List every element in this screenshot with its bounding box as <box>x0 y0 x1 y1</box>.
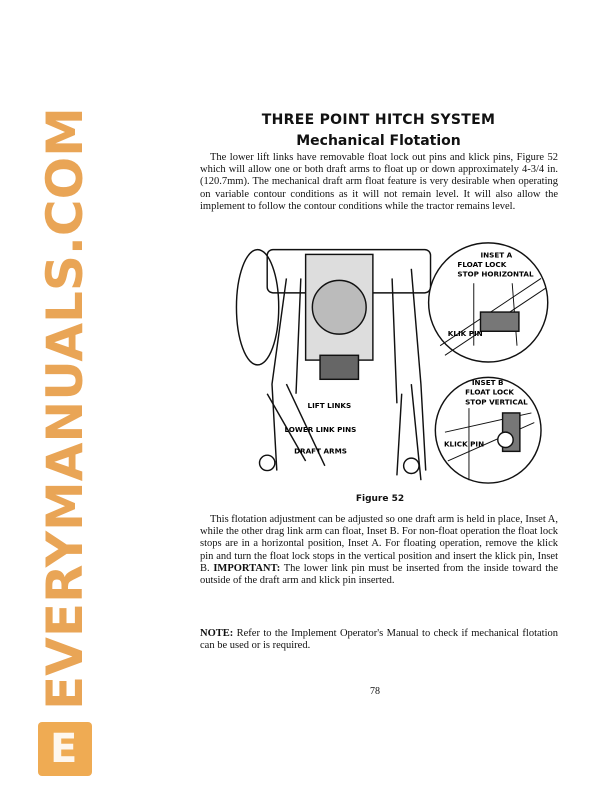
tractor-hitch-drawing: LIFT LINKS LOWER LINK PINS DRAFT ARMS IN… <box>235 242 549 484</box>
important-text: The lower link pin must be inserted from… <box>200 562 559 587</box>
label-inset-b-line1: FLOAT LOCK <box>465 388 514 397</box>
left-wheel-shape <box>235 248 280 366</box>
adjustment-paragraph: This flotation adjustment can be adjuste… <box>200 514 558 587</box>
label-lower-link-pins: LOWER LINK PINS <box>284 425 356 434</box>
label-inset-b-pin: KLICK PIN <box>444 440 484 449</box>
label-inset-a-pin: KLIK PIN <box>448 329 483 338</box>
label-inset-b-line2: STOP VERTICAL <box>465 397 528 406</box>
note-paragraph: NOTE: Refer to the Implement Operator's … <box>200 628 558 652</box>
page-title: THREE POINT HITCH SYSTEM <box>261 112 496 128</box>
important-label: IMPORTANT: <box>213 562 281 574</box>
page-number: 78 <box>370 686 380 697</box>
watermark-text: EVERYMANUALS.COM <box>36 107 94 710</box>
watermark-logo-icon: E <box>38 722 92 776</box>
watermark-logo-letter: E <box>50 726 78 772</box>
label-inset-a: INSET A <box>480 250 512 259</box>
figure-caption: Figure 52 <box>355 494 405 504</box>
intro-paragraph: The lower lift links have removable floa… <box>200 152 558 212</box>
section-subtitle: Mechanical Flotation <box>296 133 461 149</box>
label-inset-a-line1: FLOAT LOCK <box>457 260 506 269</box>
paragraph2-text: This flotation adjustment can be adjuste… <box>200 514 558 574</box>
label-draft-arms: DRAFT ARMS <box>294 446 347 455</box>
label-inset-b: INSET B <box>472 378 504 387</box>
label-inset-a-line2: STOP HORIZONTAL <box>457 270 534 279</box>
label-lift-links: LIFT LINKS <box>308 401 352 410</box>
note-label: NOTE: <box>200 628 234 639</box>
note-text: Refer to the Implement Operator's Manual… <box>200 628 558 652</box>
figure-52-illustration: LIFT LINKS LOWER LINK PINS DRAFT ARMS IN… <box>222 240 567 485</box>
